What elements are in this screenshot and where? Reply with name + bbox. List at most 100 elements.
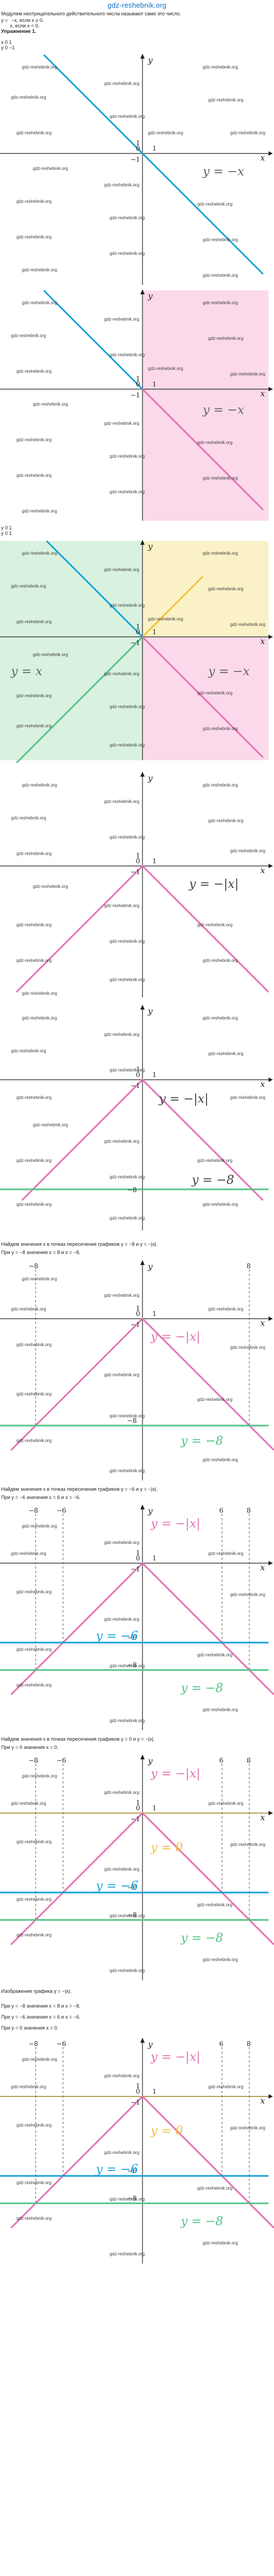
- watermark: gdz-reshebnik.org: [16, 369, 52, 374]
- watermark: gdz-reshebnik.org: [208, 586, 243, 591]
- watermark: gdz-reshebnik.org: [33, 652, 68, 657]
- watermark: gdz-reshebnik.org: [104, 2073, 139, 2078]
- graph-neg-abs-x: [10, 1317, 274, 1451]
- y-axis-arrow-icon: [140, 1005, 145, 1010]
- watermark: gdz-reshebnik.org: [16, 723, 52, 728]
- graph-8: y x 0 1 1 −1 −6 −8 6 8 −6 −8 y = −|x| y …: [0, 1753, 274, 1983]
- tick-y-minus-1: −1: [130, 156, 140, 163]
- origin-label: 0: [136, 628, 140, 636]
- tick-y-minus-8: −8: [127, 2195, 137, 2202]
- watermark: gdz-reshebnik.org: [11, 816, 46, 820]
- watermark: gdz-reshebnik.org: [208, 1801, 243, 1806]
- watermark: gdz-reshebnik.org: [11, 1801, 46, 1806]
- y-axis-arrow-icon: [140, 54, 145, 59]
- tick-x-1: 1: [152, 145, 157, 152]
- watermark: gdz-reshebnik.org: [203, 1957, 238, 1962]
- watermark: gdz-reshebnik.org: [16, 1158, 52, 1163]
- watermark: gdz-reshebnik.org: [203, 958, 238, 963]
- origin-label: 0: [136, 1804, 140, 1812]
- line-label-abs: y = −|x|: [150, 1517, 201, 1531]
- watermark: gdz-reshebnik.org: [33, 402, 68, 407]
- graph-1: y x 0 1 1 −1 y = −x gdz-reshebnik.org gd…: [0, 52, 274, 288]
- watermark: gdz-reshebnik.org: [22, 300, 57, 305]
- tick-y-1: 1: [136, 1549, 140, 1557]
- tick-y-1: 1: [136, 139, 140, 147]
- line-label-minus-8: y = −8: [191, 1173, 234, 1187]
- watermark: gdz-reshebnik.org: [110, 704, 145, 709]
- graph-7: y x 0 1 1 −1 −6 −8 6 8 −6 −8 y = −|x| y …: [0, 1503, 274, 1733]
- site-logo[interactable]: gdz-reshebnik.org: [107, 1, 167, 9]
- tick-y-1: 1: [136, 375, 140, 383]
- tick-y-minus-8: −8: [127, 1661, 137, 1669]
- watermark: gdz-reshebnik.org: [230, 1842, 265, 1847]
- watermark: gdz-reshebnik.org: [208, 1051, 243, 1056]
- graph-8-svg: y x 0 1 1 −1 −6 −8 6 8 −6 −8 y = −|x| y …: [0, 1754, 274, 1980]
- graph-5: y x 0 1 1 −1 −8 y = −|x| y = −8 gdz-resh…: [0, 1003, 274, 1233]
- tick-y-minus-1: −1: [130, 2099, 140, 2106]
- find-intersections-8: Найдем значения x в точках пересечения г…: [1, 1241, 158, 1247]
- watermark: gdz-reshebnik.org: [110, 352, 145, 357]
- watermark: gdz-reshebnik.org: [104, 2150, 139, 2155]
- watermark: gdz-reshebnik.org: [230, 1095, 265, 1100]
- line-label-minus-6: y = −6: [95, 1879, 138, 1893]
- watermarks: gdz-reshebnik.org gdz-reshebnik.org gdz-…: [11, 783, 265, 996]
- watermark: gdz-reshebnik.org: [16, 1647, 52, 1652]
- tick-x-minus-8: −8: [28, 1507, 38, 1514]
- watermark: gdz-reshebnik.org: [16, 958, 52, 963]
- tick-y-minus-8: −8: [127, 1186, 137, 1194]
- watermark: gdz-reshebnik.org: [197, 1652, 232, 1657]
- watermarks: gdz-reshebnik.org gdz-reshebnik.org gdz-…: [11, 1774, 265, 1973]
- tick-y-minus-8: −8: [127, 1417, 137, 1424]
- x-axis-label: x: [260, 1563, 265, 1572]
- origin-label: 0: [136, 1310, 140, 1318]
- y-axis-arrow-icon: [140, 2038, 145, 2043]
- tick-x-6: 6: [219, 2040, 224, 2048]
- watermark: gdz-reshebnik.org: [203, 273, 238, 278]
- tick-x-1: 1: [152, 1804, 157, 1812]
- site-header: gdz-reshebnik.org: [0, 0, 274, 10]
- watermark: gdz-reshebnik.org: [16, 1342, 52, 1347]
- watermark: gdz-reshebnik.org: [230, 372, 265, 377]
- watermark: gdz-reshebnik.org: [16, 922, 52, 927]
- line-label-minus-8: y = −8: [180, 1434, 223, 1448]
- graph-4: y x 0 1 1 −1 y = −|x| gdz-reshebnik.org …: [0, 770, 274, 1000]
- watermark: gdz-reshebnik.org: [22, 267, 57, 272]
- watermark: gdz-reshebnik.org: [197, 691, 232, 696]
- watermark: gdz-reshebnik.org: [33, 1122, 68, 1127]
- watermark: gdz-reshebnik.org: [110, 114, 145, 119]
- line-label-abs: y = −|x|: [158, 1092, 209, 1106]
- watermark: gdz-reshebnik.org: [16, 693, 52, 698]
- formula-line-1: y = −x, если x ≥ 0,: [1, 18, 44, 24]
- watermark: gdz-reshebnik.org: [197, 922, 232, 927]
- watermark: gdz-reshebnik.org: [104, 567, 139, 572]
- y-axis-arrow-icon: [140, 1754, 145, 1759]
- tick-x-minus-8: −8: [28, 2040, 38, 2048]
- line-label: y = −x: [202, 403, 244, 417]
- watermark: gdz-reshebnik.org: [148, 617, 183, 622]
- graph-3: y x 0 1 1 −1 y = x y = −x gdz-reshebnik.…: [0, 538, 274, 763]
- tick-x-1: 1: [152, 1071, 157, 1079]
- watermark: gdz-reshebnik.org: [104, 1617, 139, 1622]
- watermark: gdz-reshebnik.org: [104, 903, 139, 908]
- x-axis-label: x: [260, 865, 265, 875]
- graph-neg-abs-x: [15, 864, 270, 993]
- graph-2-svg: y x 0 1 1 −1 y = −x gdz-reshebnik.org gd…: [0, 289, 273, 521]
- shaded-half-plane: [142, 290, 269, 521]
- watermark: gdz-reshebnik.org: [203, 237, 238, 242]
- x-axis-label: x: [260, 389, 265, 398]
- x-axis-arrow-icon: [269, 1811, 273, 1815]
- line-label-minus-6: y = −6: [95, 1629, 138, 1643]
- origin-label: 0: [136, 2088, 140, 2095]
- graph-neg-abs-x: [21, 1078, 264, 1201]
- watermarks: gdz-reshebnik.org gdz-reshebnik.org gdz-…: [11, 1016, 265, 1221]
- watermark: gdz-reshebnik.org: [11, 333, 46, 338]
- tick-x-minus-8: −8: [28, 1262, 38, 1270]
- tick-x-1: 1: [152, 380, 157, 388]
- watermark: gdz-reshebnik.org: [110, 1068, 145, 1073]
- origin-label: 0: [136, 1071, 140, 1079]
- watermark: gdz-reshebnik.org: [110, 1968, 145, 1973]
- watermark: gdz-reshebnik.org: [110, 743, 145, 748]
- watermark: gdz-reshebnik.org: [22, 991, 57, 996]
- watermark: gdz-reshebnik.org: [16, 1438, 52, 1443]
- watermark: gdz-reshebnik.org: [16, 1897, 52, 1902]
